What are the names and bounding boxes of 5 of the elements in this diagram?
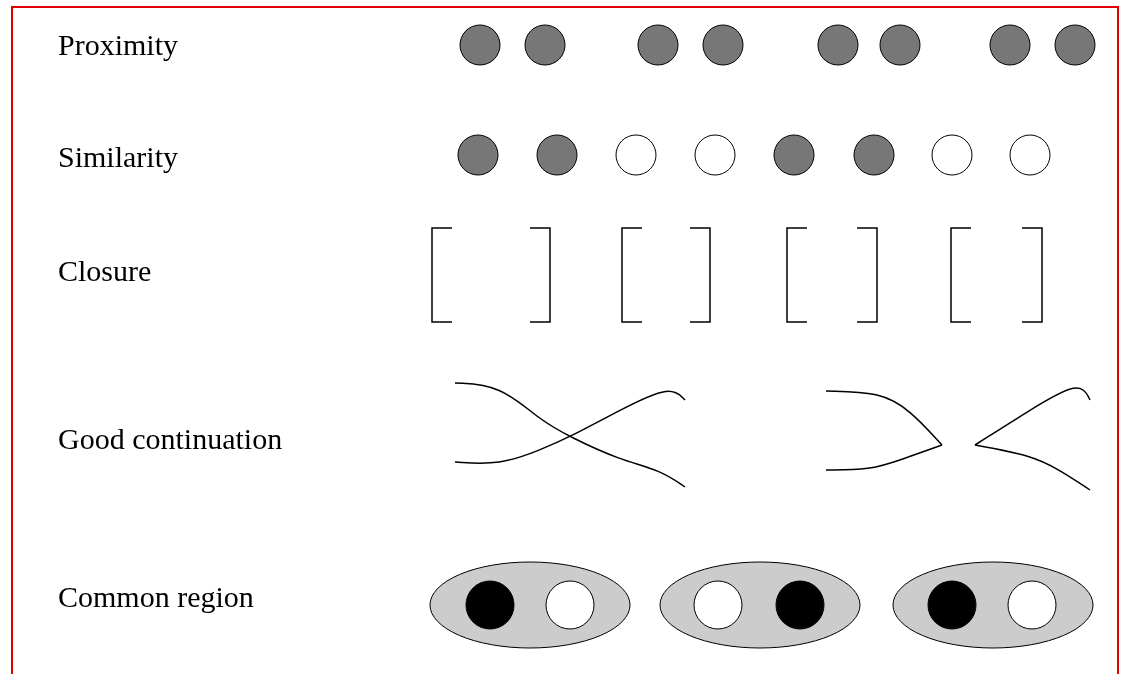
- principle-label: Closure: [58, 256, 152, 286]
- principle-label: Good continuation: [58, 424, 283, 454]
- principle-label: Common region: [58, 582, 254, 612]
- principle-label: Similarity: [58, 142, 178, 172]
- principle-label: Proximity: [58, 30, 178, 60]
